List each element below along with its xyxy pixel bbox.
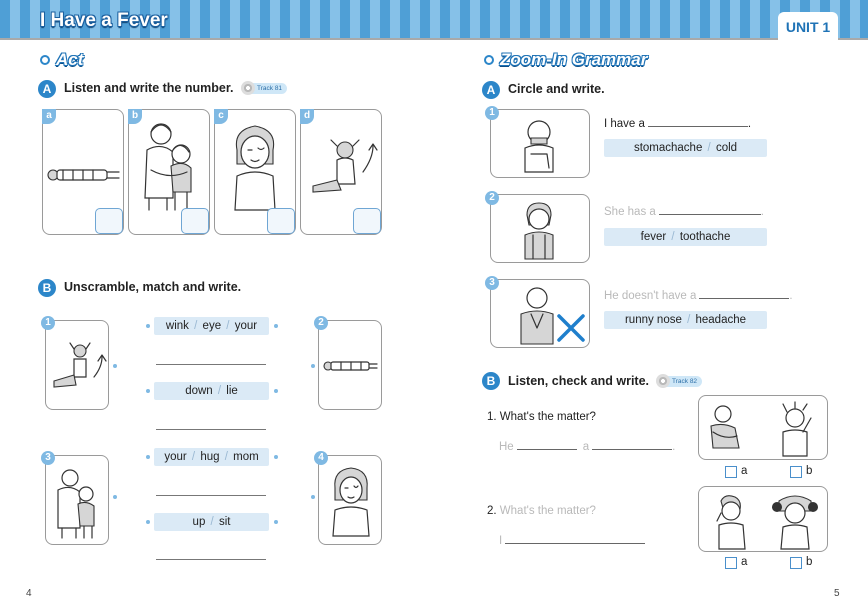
listen-picture-2 xyxy=(698,486,828,552)
answer-box-a[interactable] xyxy=(95,208,123,234)
phrase-chip-4: up / sit xyxy=(154,513,269,531)
page-number-right: 5 xyxy=(834,588,840,599)
match-dot-left-3[interactable] xyxy=(113,495,117,499)
answer-box-c[interactable] xyxy=(267,208,295,234)
picture-a-label: a xyxy=(42,109,56,124)
match-number-2: 2 xyxy=(314,316,328,330)
act-a-instruction: Listen and write the number. xyxy=(64,81,234,95)
picture-b: b xyxy=(128,109,210,235)
page-title: I Have a Fever xyxy=(40,10,168,31)
grammar-picture-2 xyxy=(490,194,590,263)
winking-girl-figure xyxy=(234,125,276,211)
match-number-1: 1 xyxy=(41,316,55,330)
checkbox-2a[interactable] xyxy=(725,557,737,569)
picture-d: d xyxy=(300,109,382,235)
grammar-number-2: 2 xyxy=(485,191,499,205)
listen-picture-1 xyxy=(698,395,828,460)
match-dot-left-1[interactable] xyxy=(113,364,117,368)
sick-girl-figure xyxy=(524,202,554,260)
match-picture-2 xyxy=(318,320,382,410)
phrase-dot-left-4[interactable] xyxy=(146,520,150,524)
grammar-sentence-2: She has a. xyxy=(604,206,764,218)
hug-figure xyxy=(57,469,95,539)
picture-c: c xyxy=(214,109,296,235)
picture-b-label: b xyxy=(128,109,142,124)
stomachache-headache-figures xyxy=(710,401,812,457)
answer-2: I xyxy=(499,535,646,547)
match-dot-right-4[interactable] xyxy=(311,495,315,499)
write-line-1[interactable] xyxy=(156,364,266,365)
write-line-3[interactable] xyxy=(156,495,266,496)
phrase-chip-3: your / hug / mom xyxy=(154,448,269,466)
grammar-picture-3 xyxy=(490,279,590,348)
checkbox-1b-label: b xyxy=(806,465,813,477)
sick-girl-scarf-figure xyxy=(524,120,554,173)
act-b-instruction: Unscramble, match and write. xyxy=(64,280,242,294)
track-81-label[interactable]: Track 81 xyxy=(240,81,288,95)
match-picture-1 xyxy=(45,320,109,410)
answer-box-b[interactable] xyxy=(181,208,209,234)
toothache-cold-figures xyxy=(716,495,818,550)
option-chip-1[interactable]: stomachache / cold xyxy=(604,139,767,157)
track-82-label[interactable]: Track 82 xyxy=(655,374,703,388)
picture-c-label: c xyxy=(214,109,228,124)
wink-figure xyxy=(332,467,370,537)
match-dot-right-2[interactable] xyxy=(311,364,315,368)
grammar-picture-1 xyxy=(490,109,590,178)
answer-box-d[interactable] xyxy=(353,208,381,234)
grammar-sentence-3: He doesn't have a. xyxy=(604,290,793,302)
write-line-2[interactable] xyxy=(156,429,266,430)
act-b-badge: B xyxy=(38,279,56,297)
question-1: 1. What's the matter? xyxy=(487,411,596,423)
phrase-dot-left-1[interactable] xyxy=(146,324,150,328)
phrase-chip-1: wink / eye / your xyxy=(154,317,269,335)
phrase-dot-right-4[interactable] xyxy=(274,520,278,524)
hugging-mom-figure xyxy=(144,123,192,211)
grammar-a-badge: A xyxy=(482,81,500,99)
phrase-dot-right-1[interactable] xyxy=(274,324,278,328)
checkbox-1b[interactable] xyxy=(790,466,802,478)
option-chip-3[interactable]: runny nose / headache xyxy=(604,311,767,329)
checkbox-2a-label: a xyxy=(741,556,748,568)
unit-badge: UNIT 1 xyxy=(778,12,838,40)
lie-down-figure xyxy=(323,361,378,371)
option-chip-2[interactable]: fever / toothache xyxy=(604,228,767,246)
checkbox-1a[interactable] xyxy=(725,466,737,478)
header-banner xyxy=(0,0,868,40)
grammar-number-3: 3 xyxy=(485,276,499,290)
phrase-dot-right-3[interactable] xyxy=(274,455,278,459)
match-number-3: 3 xyxy=(41,451,55,465)
page-number-left: 4 xyxy=(26,588,32,599)
checkbox-2b-label: b xyxy=(806,556,813,568)
sit-up-figure xyxy=(53,342,107,388)
checkbox-1a-label: a xyxy=(741,465,748,477)
grammar-sentence-1: I have a. xyxy=(604,118,752,130)
phrase-dot-left-3[interactable] xyxy=(146,455,150,459)
checkbox-2b[interactable] xyxy=(790,557,802,569)
match-picture-4 xyxy=(318,455,382,545)
boy-cross-figure xyxy=(520,287,585,345)
act-bullet-icon xyxy=(40,55,50,65)
header-divider xyxy=(0,38,868,40)
grammar-number-1: 1 xyxy=(485,106,499,120)
grammar-b-badge: B xyxy=(482,372,500,390)
act-a-badge: A xyxy=(38,80,56,98)
question-2: 2. What's the matter? xyxy=(487,505,596,517)
grammar-section-title: Zoom-In Grammar xyxy=(500,50,648,69)
grammar-a-instruction: Circle and write. xyxy=(508,82,605,96)
phrase-dot-right-2[interactable] xyxy=(274,389,278,393)
match-picture-3 xyxy=(45,455,109,545)
grammar-bullet-icon xyxy=(484,55,494,65)
write-line-4[interactable] xyxy=(156,559,266,560)
act-section-title: Act xyxy=(56,50,84,69)
match-number-4: 4 xyxy=(314,451,328,465)
sitting-up-figure xyxy=(312,139,378,193)
grammar-b-instruction: Listen, check and write. xyxy=(508,374,650,388)
picture-a: a xyxy=(42,109,124,235)
phrase-chip-2: down / lie xyxy=(154,382,269,400)
lying-down-figure xyxy=(47,169,120,181)
phrase-dot-left-2[interactable] xyxy=(146,389,150,393)
picture-d-label: d xyxy=(300,109,314,124)
